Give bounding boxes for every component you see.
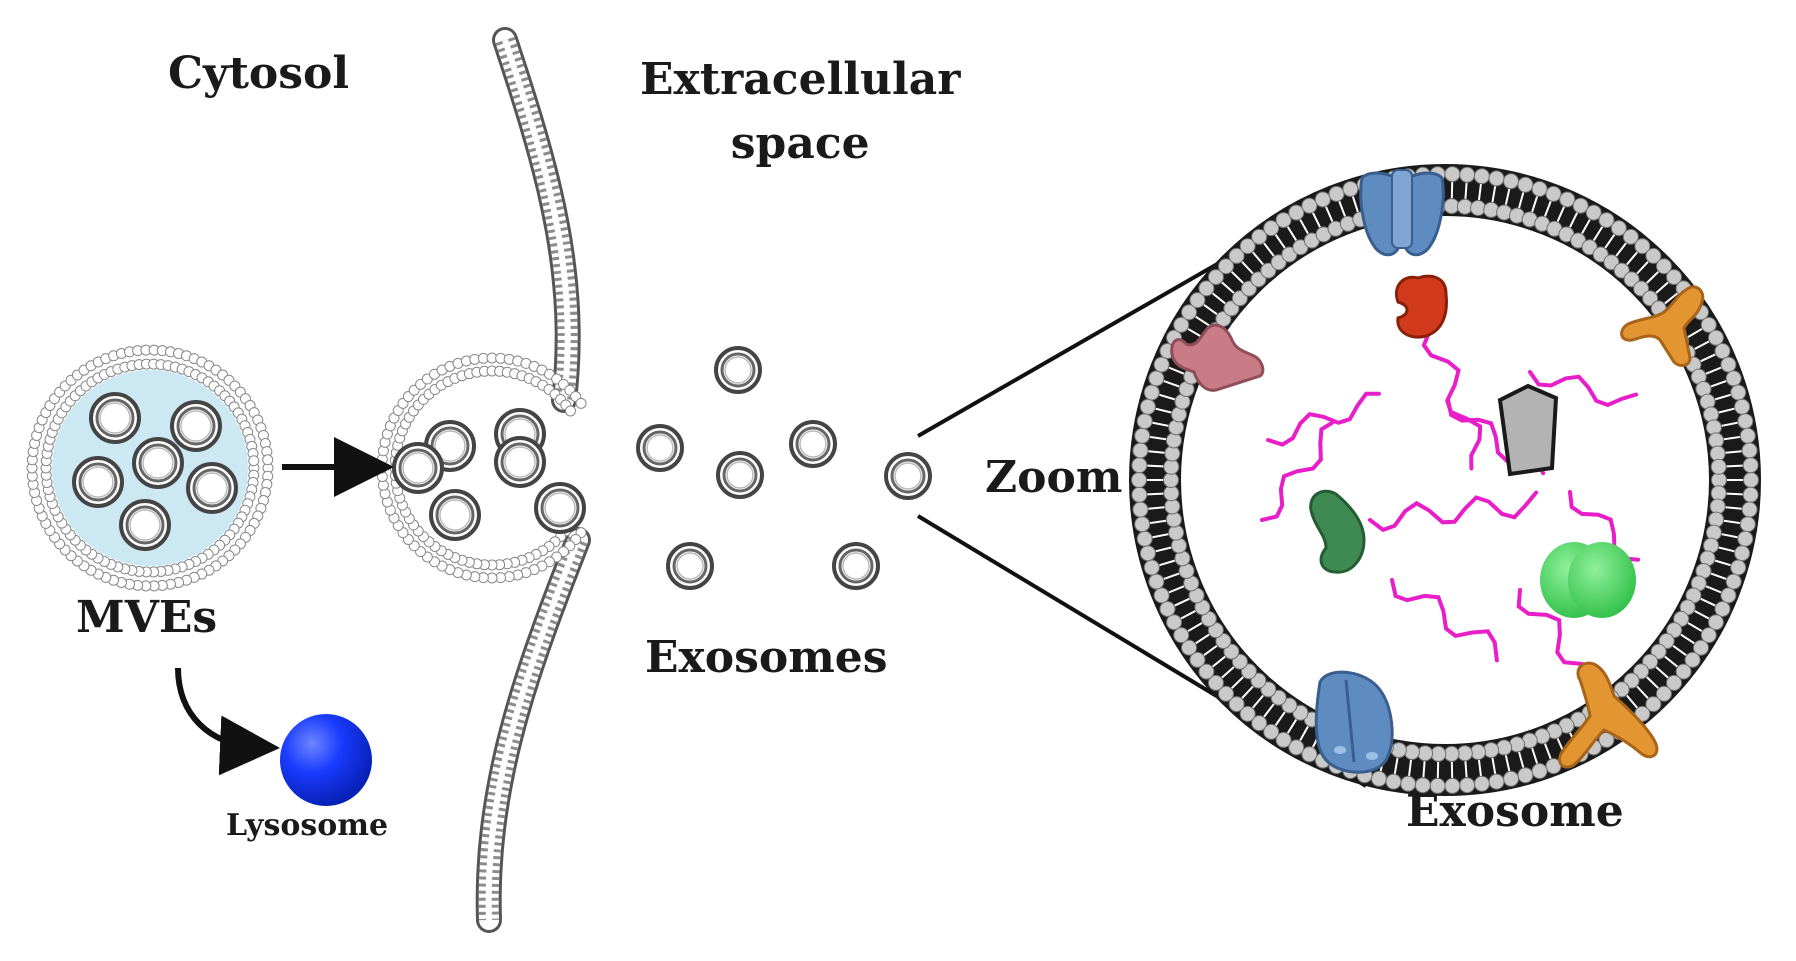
blue-channel-top-icon	[1361, 170, 1444, 255]
extracellular-label-line2: space	[640, 112, 960, 176]
lysosome-icon	[280, 714, 372, 806]
gray-protein-icon	[1500, 386, 1556, 474]
released-exosomes	[638, 348, 930, 588]
degradation-arrow	[178, 668, 256, 747]
extracellular-label-line1: Extracellular	[640, 48, 960, 112]
mve-body	[27, 345, 273, 591]
lightgreen-protein-right-icon	[1568, 542, 1636, 618]
zoom-label: Zoom	[985, 452, 1122, 503]
extracellular-space-label: Extracellular space	[640, 48, 960, 176]
cytosol-label: Cytosol	[168, 48, 349, 99]
lysosome-label: Lysosome	[226, 808, 388, 843]
mves-label: MVEs	[76, 592, 217, 643]
exosome-label: Exosome	[1406, 786, 1624, 837]
exosomes-label: Exosomes	[645, 632, 888, 683]
exosome-zoom	[1132, 167, 1759, 794]
